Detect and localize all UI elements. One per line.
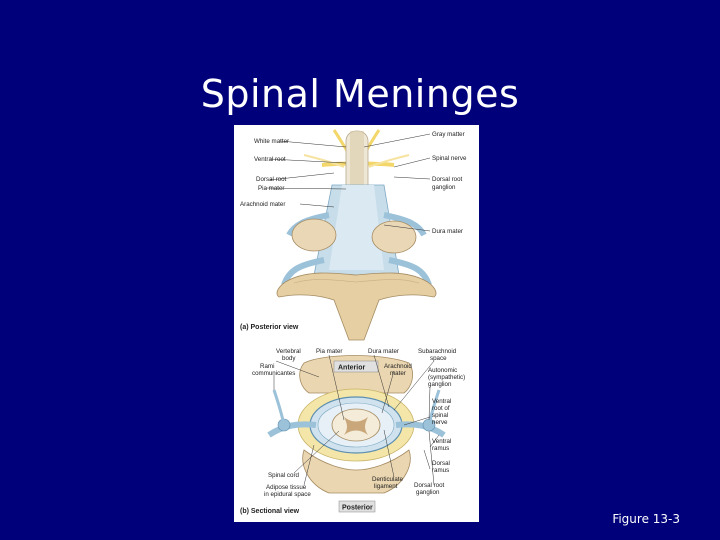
label-sectional-dura-mater: Dura mater bbox=[368, 348, 399, 355]
label-rami-line2: communicantes bbox=[252, 370, 295, 377]
label-autonomic-line3: ganglion bbox=[428, 381, 452, 388]
label-denticulate-line1: Denticulate bbox=[372, 476, 404, 483]
label-ventral-root-line1: Ventral bbox=[432, 398, 451, 405]
label-vertebral-body-line2: body bbox=[282, 355, 296, 362]
label-vertebral-body-line1: Vertebral bbox=[276, 348, 301, 355]
figure-caption: Figure 13-3 bbox=[612, 512, 680, 526]
label-dorsal-ramus-line1: Dorsal bbox=[432, 460, 450, 467]
label-ventral-root-line3: spinal bbox=[432, 412, 448, 419]
sectional-view-leaders bbox=[273, 354, 440, 486]
label-autonomic-line2: (sympathetic) bbox=[428, 374, 465, 381]
meninges-figure: Gray matter White matter Ventral root Sp… bbox=[234, 125, 479, 522]
label-dorsal-ramus-line2: ramus bbox=[432, 467, 449, 474]
slide-title: Spinal Meninges bbox=[200, 72, 520, 116]
label-spinal-cord: Spinal cord bbox=[268, 472, 300, 479]
label-dura-mater: Dura mater bbox=[432, 228, 463, 235]
sectional-view-illustration bbox=[267, 355, 446, 513]
label-ventral-root: Ventral root bbox=[254, 156, 286, 163]
label-gray-matter: Gray matter bbox=[432, 131, 465, 138]
label-ventral-ramus-line2: ramus bbox=[432, 445, 449, 452]
label-adipose-line2: in epidural space bbox=[264, 491, 311, 498]
label-dorsal-root-ganglion-b-line1: Dorsal root bbox=[414, 482, 445, 489]
label-ventral-root-line2: root of bbox=[432, 405, 450, 412]
label-adipose-line1: Adipose tissue bbox=[266, 484, 307, 491]
panel-label-sectional-view: (b) Sectional view bbox=[240, 508, 300, 515]
posterior-view-illustration bbox=[276, 129, 437, 341]
label-dorsal-root: Dorsal root bbox=[256, 176, 287, 183]
label-dorsal-root-ganglion-b-line2: ganglion bbox=[416, 489, 440, 496]
label-white-matter: White matter bbox=[254, 138, 289, 145]
label-autonomic-line1: Autonomic bbox=[428, 367, 457, 374]
label-arachnoid-mater: Arachnoid mater bbox=[240, 201, 285, 208]
label-sectional-pia-mater: Pia mater bbox=[316, 348, 342, 355]
label-ventral-ramus-line1: Ventral bbox=[432, 438, 451, 445]
label-pia-mater: Pia mater bbox=[258, 185, 284, 192]
label-denticulate-line2: ligament bbox=[374, 483, 398, 490]
label-arachnoid-line2: mater bbox=[390, 370, 406, 377]
label-rami-line1: Rami bbox=[260, 363, 274, 370]
panel-label-posterior-view: (a) Posterior view bbox=[240, 324, 299, 331]
label-spinal-nerve: Spinal nerve bbox=[432, 155, 467, 162]
posterior-view-leaders bbox=[265, 133, 431, 232]
label-arachnoid-line1: Arachnoid bbox=[384, 363, 412, 370]
tag-posterior: Posterior bbox=[342, 505, 373, 512]
label-subarachnoid-line2: space bbox=[430, 355, 447, 362]
label-ventral-root-line4: nerve bbox=[432, 419, 448, 426]
label-dorsal-root-ganglion-line2: ganglion bbox=[432, 184, 456, 191]
label-dorsal-root-ganglion-line1: Dorsal root bbox=[432, 176, 463, 183]
label-subarachnoid-line1: Subarachnoid bbox=[418, 348, 457, 355]
tag-anterior: Anterior bbox=[338, 365, 366, 372]
